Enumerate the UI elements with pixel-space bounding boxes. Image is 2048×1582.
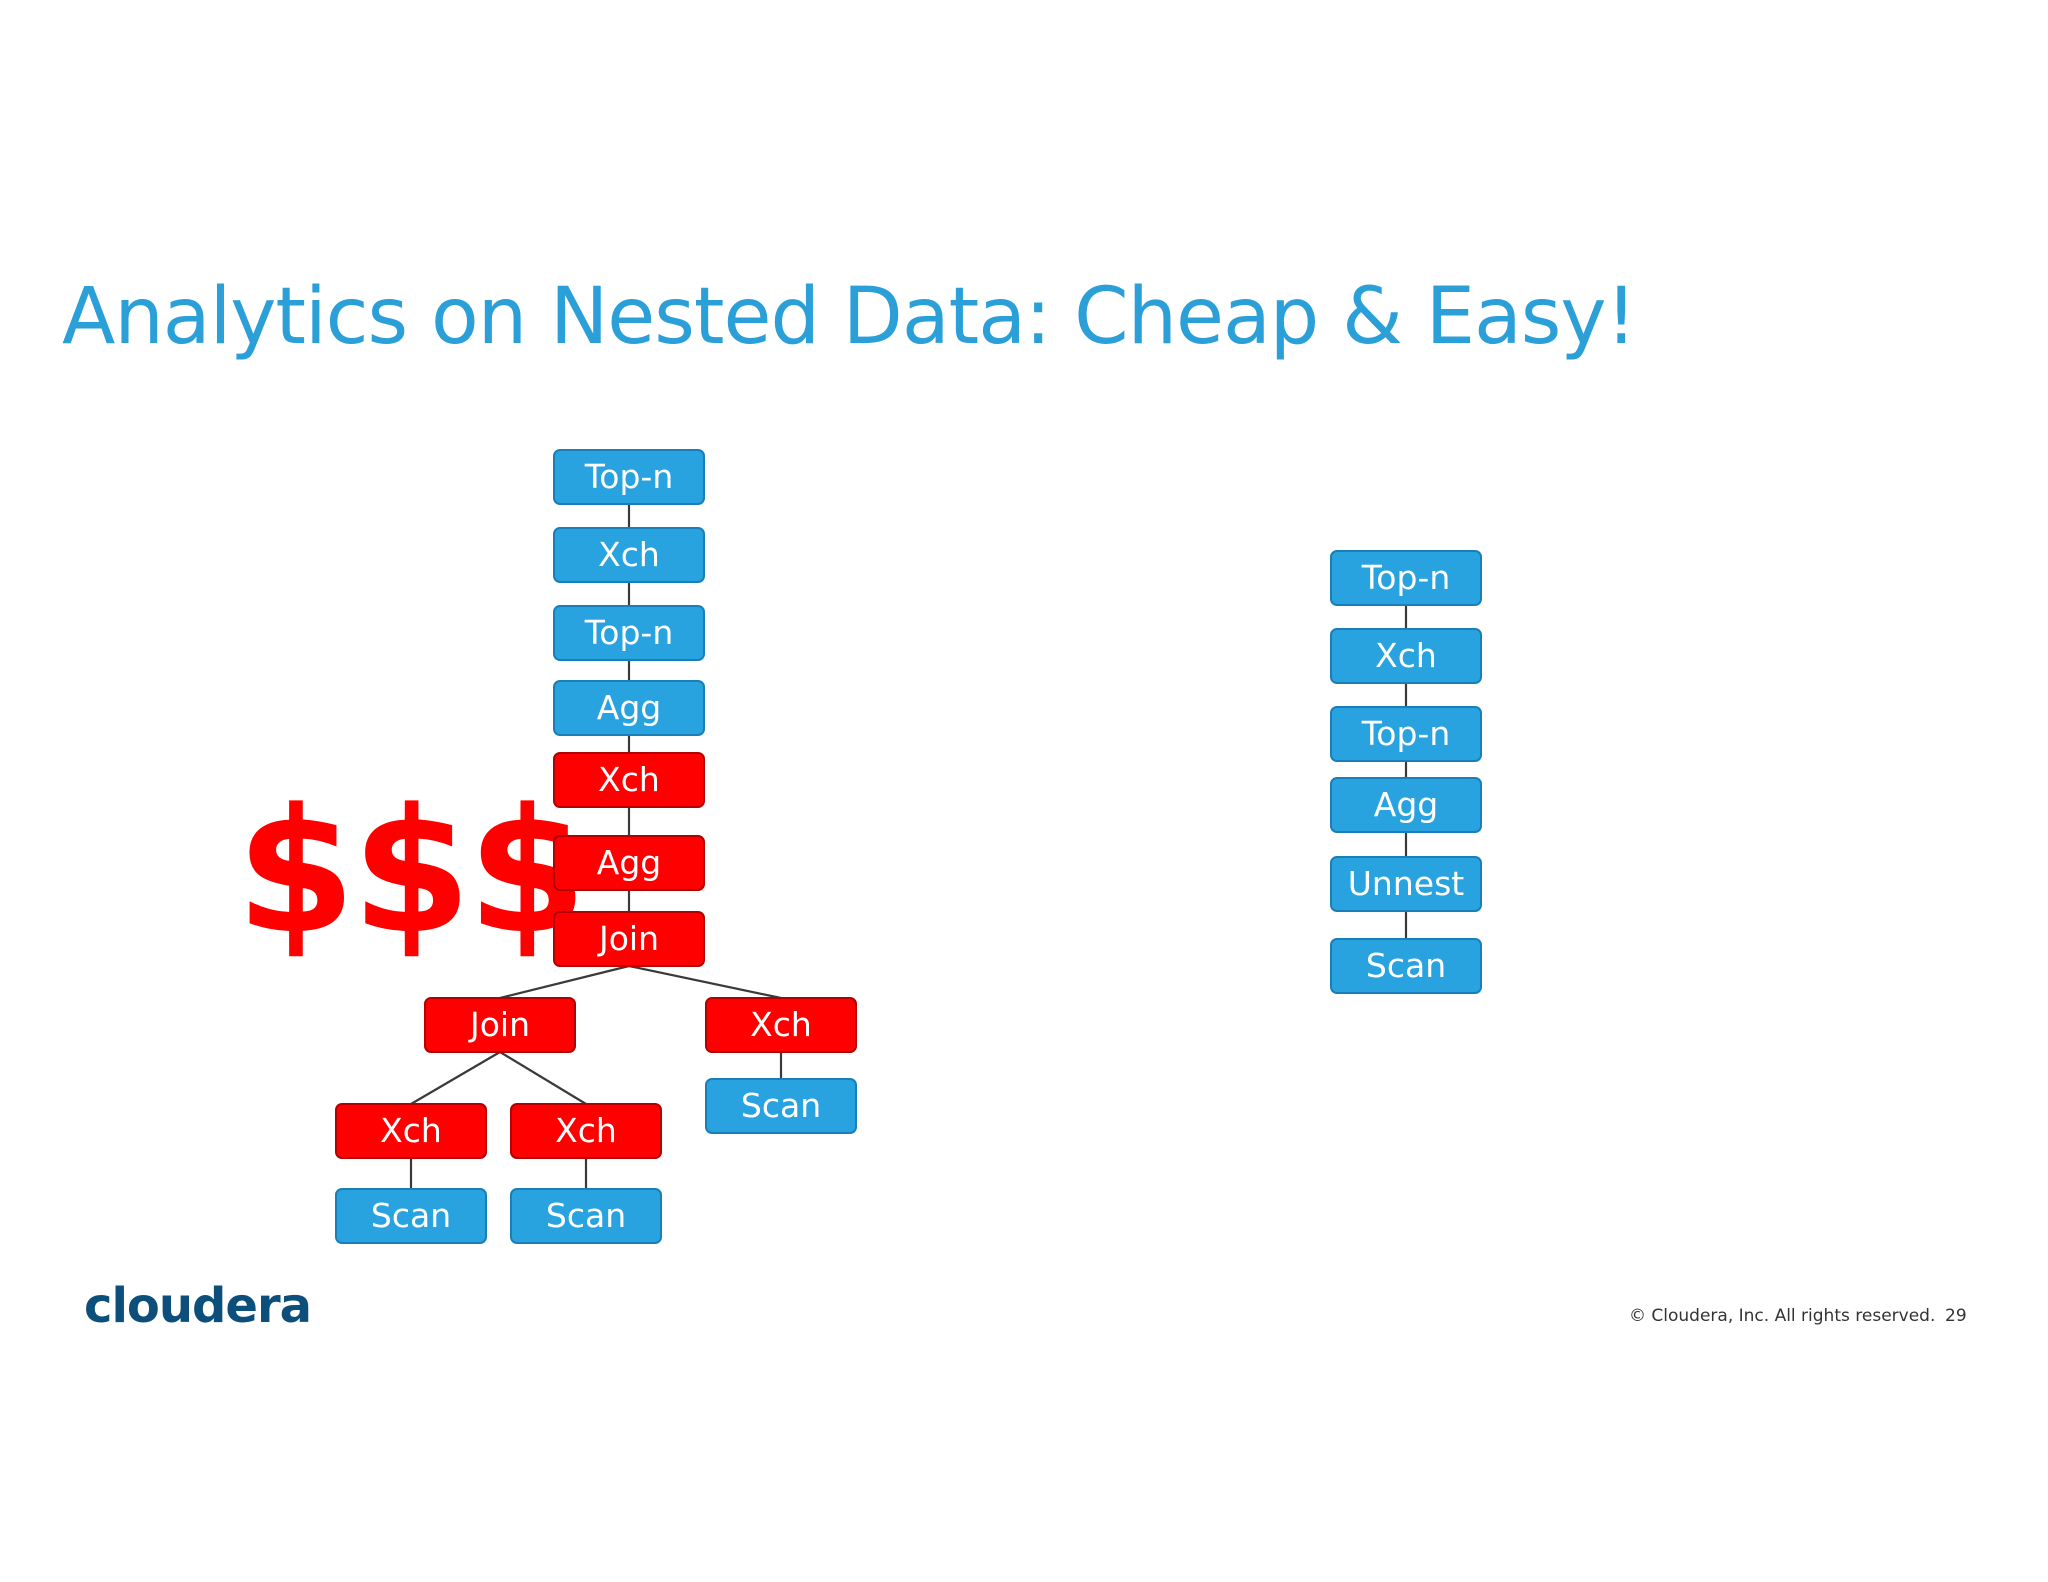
left-plan-edge — [499, 1051, 587, 1105]
left-plan-node-label: Top-n — [584, 457, 674, 496]
cost-marker: $$$ — [236, 771, 587, 972]
left-plan-node-agg: Agg — [553, 835, 705, 891]
left-plan-node-join: Join — [424, 997, 576, 1053]
left-plan-node-box — [553, 527, 705, 583]
left-plan-node-xch: Xch — [553, 752, 705, 808]
plan-edges — [409, 504, 1408, 1189]
left-plan-node-box — [553, 752, 705, 808]
left-plan-node-box — [705, 1078, 857, 1134]
left-plan-node-box — [553, 449, 705, 505]
left-plan-node-box — [335, 1103, 487, 1159]
left-plan-node-top-n: Top-n — [553, 605, 705, 661]
right-plan-node-label: Top-n — [1361, 558, 1451, 597]
left-plan-node-label: Xch — [380, 1111, 442, 1150]
right-plan-node-agg: Agg — [1330, 777, 1482, 833]
right-plan-node-label: Agg — [1374, 785, 1438, 824]
left-plan-node-box — [553, 605, 705, 661]
left-plan-node-scan: Scan — [335, 1188, 487, 1244]
left-plan-node-label: Xch — [750, 1005, 812, 1044]
copyright-text: © Cloudera, Inc. All rights reserved. — [1629, 1306, 1936, 1326]
right-plan-node-label: Unnest — [1348, 864, 1464, 903]
left-plan-node-label: Scan — [371, 1196, 451, 1235]
right-plan-node-top-n: Top-n — [1330, 706, 1482, 762]
left-plan-node-box — [553, 680, 705, 736]
cloudera-logo: cloudera — [84, 1278, 312, 1334]
left-plan-node-xch: Xch — [335, 1103, 487, 1159]
left-plan-node-label: Xch — [598, 760, 660, 799]
left-plan-edge — [410, 1051, 501, 1105]
right-plan-node-box — [1330, 938, 1482, 994]
left-plan-node-agg: Agg — [553, 680, 705, 736]
left-plan-node-box — [510, 1188, 662, 1244]
left-plan-node-label: Agg — [597, 843, 661, 882]
left-plan-node-join: Join — [553, 911, 705, 967]
left-plan-node-label: Scan — [546, 1196, 626, 1235]
right-plan-node-box — [1330, 628, 1482, 684]
left-plan-node-scan: Scan — [705, 1078, 857, 1134]
left-plan-node-box — [424, 997, 576, 1053]
left-plan-node-box — [510, 1103, 662, 1159]
right-plan-node-box — [1330, 706, 1482, 762]
left-plan-node-label: Join — [468, 1005, 530, 1044]
right-plan-node-label: Scan — [1366, 946, 1446, 985]
right-plan-node-xch: Xch — [1330, 628, 1482, 684]
left-plan-node-label: Top-n — [584, 613, 674, 652]
right-plan-node-unnest: Unnest — [1330, 856, 1482, 912]
slide-title: Analytics on Nested Data: Cheap & Easy! — [62, 272, 1637, 362]
page-number: 29 — [1945, 1306, 1967, 1326]
right-plan-node-box — [1330, 856, 1482, 912]
right-plan-node-box — [1330, 777, 1482, 833]
right-plan-node-label: Xch — [1375, 636, 1437, 675]
left-plan-node-label: Join — [597, 919, 659, 958]
left-plan-edge — [499, 964, 630, 1000]
left-plan-node-xch: Xch — [705, 997, 857, 1053]
right-plan-node-label: Top-n — [1361, 714, 1451, 753]
left-plan-node-label: Agg — [597, 688, 661, 727]
left-plan-node-box — [335, 1188, 487, 1244]
left-plan-node-top-n: Top-n — [553, 449, 705, 505]
left-plan-node-xch: Xch — [553, 527, 705, 583]
left-plan-node-scan: Scan — [510, 1188, 662, 1244]
left-plan-node-label: Scan — [741, 1086, 821, 1125]
left-plan-node-xch: Xch — [510, 1103, 662, 1159]
right-plan-node-top-n: Top-n — [1330, 550, 1482, 606]
right-plan-node-scan: Scan — [1330, 938, 1482, 994]
left-plan-node-label: Xch — [598, 535, 660, 574]
left-plan-node-box — [553, 835, 705, 891]
left-plan-node-box — [553, 911, 705, 967]
left-plan-node-label: Xch — [555, 1111, 617, 1150]
left-plan-node-box — [705, 997, 857, 1053]
right-plan-node-box — [1330, 550, 1482, 606]
left-plan-edge — [628, 964, 782, 1000]
